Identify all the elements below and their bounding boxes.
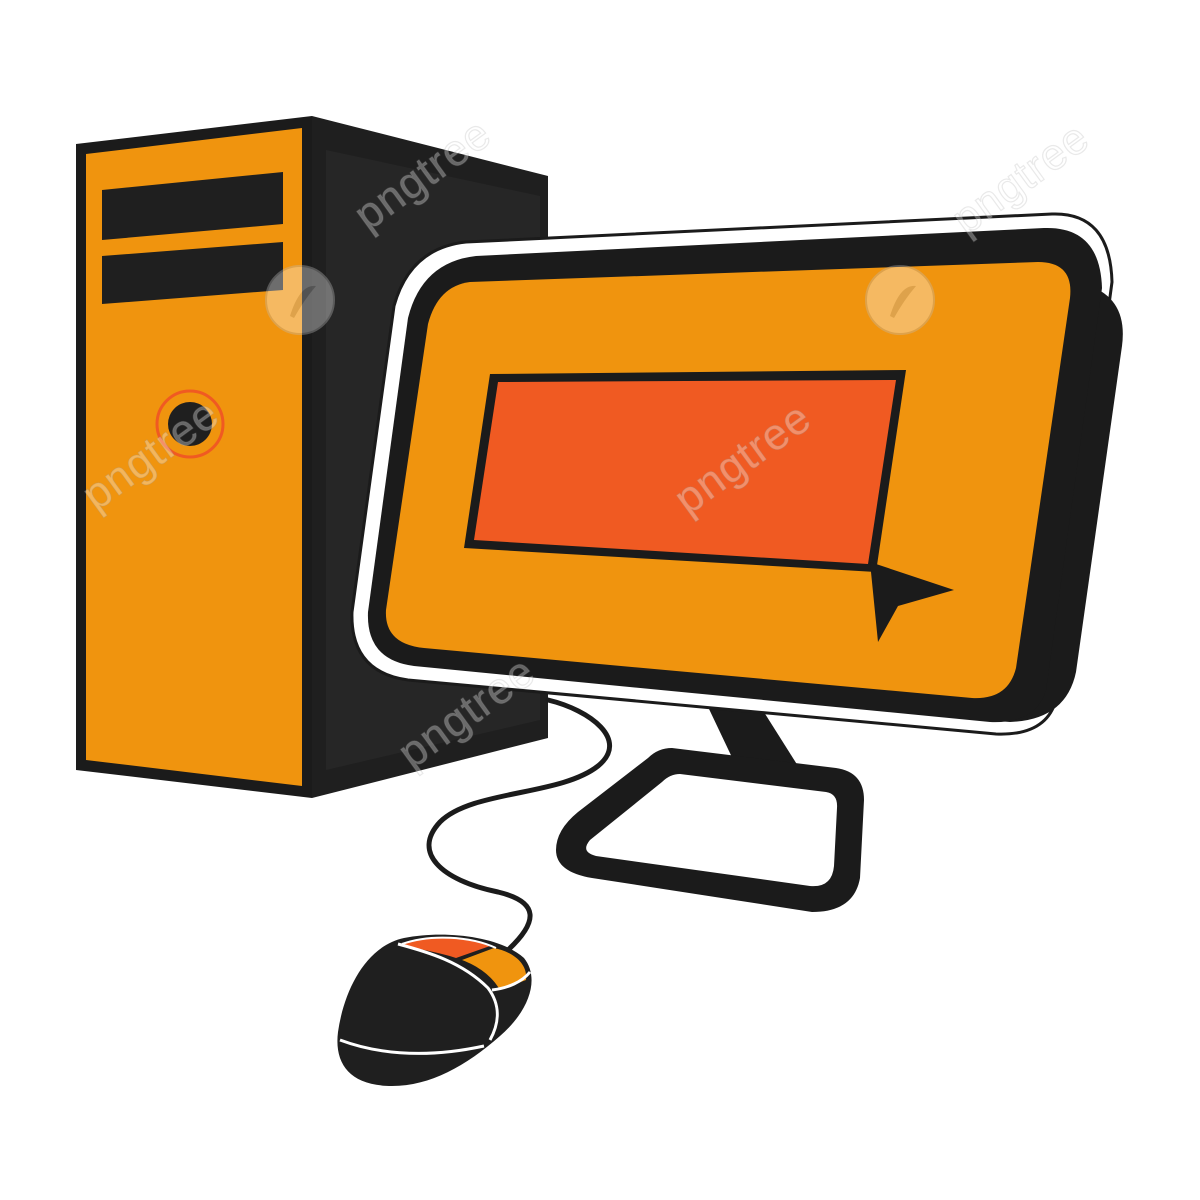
mouse-cable [426,697,613,953]
drive-bay-bottom [102,242,283,304]
mouse-body [337,934,532,1086]
watermark-logo [865,265,935,335]
mouse-left-button [402,938,490,958]
mouse-right-button [462,948,527,990]
monitor-stand [556,690,864,912]
monitor-icon [350,212,1123,736]
mouse-seam-side [491,971,532,992]
watermark-logo [265,265,335,335]
mouse-seam-top [401,936,497,949]
drive-bay-top [102,172,283,240]
stand-base-hole [586,774,838,887]
cursor-arrow-icon [870,562,954,642]
power-button-icon [155,389,225,459]
mouse-seam-center [397,942,499,1041]
mouse-seam-bottom [339,1038,485,1055]
screen-window [474,380,896,564]
mouse-icon [337,934,532,1086]
